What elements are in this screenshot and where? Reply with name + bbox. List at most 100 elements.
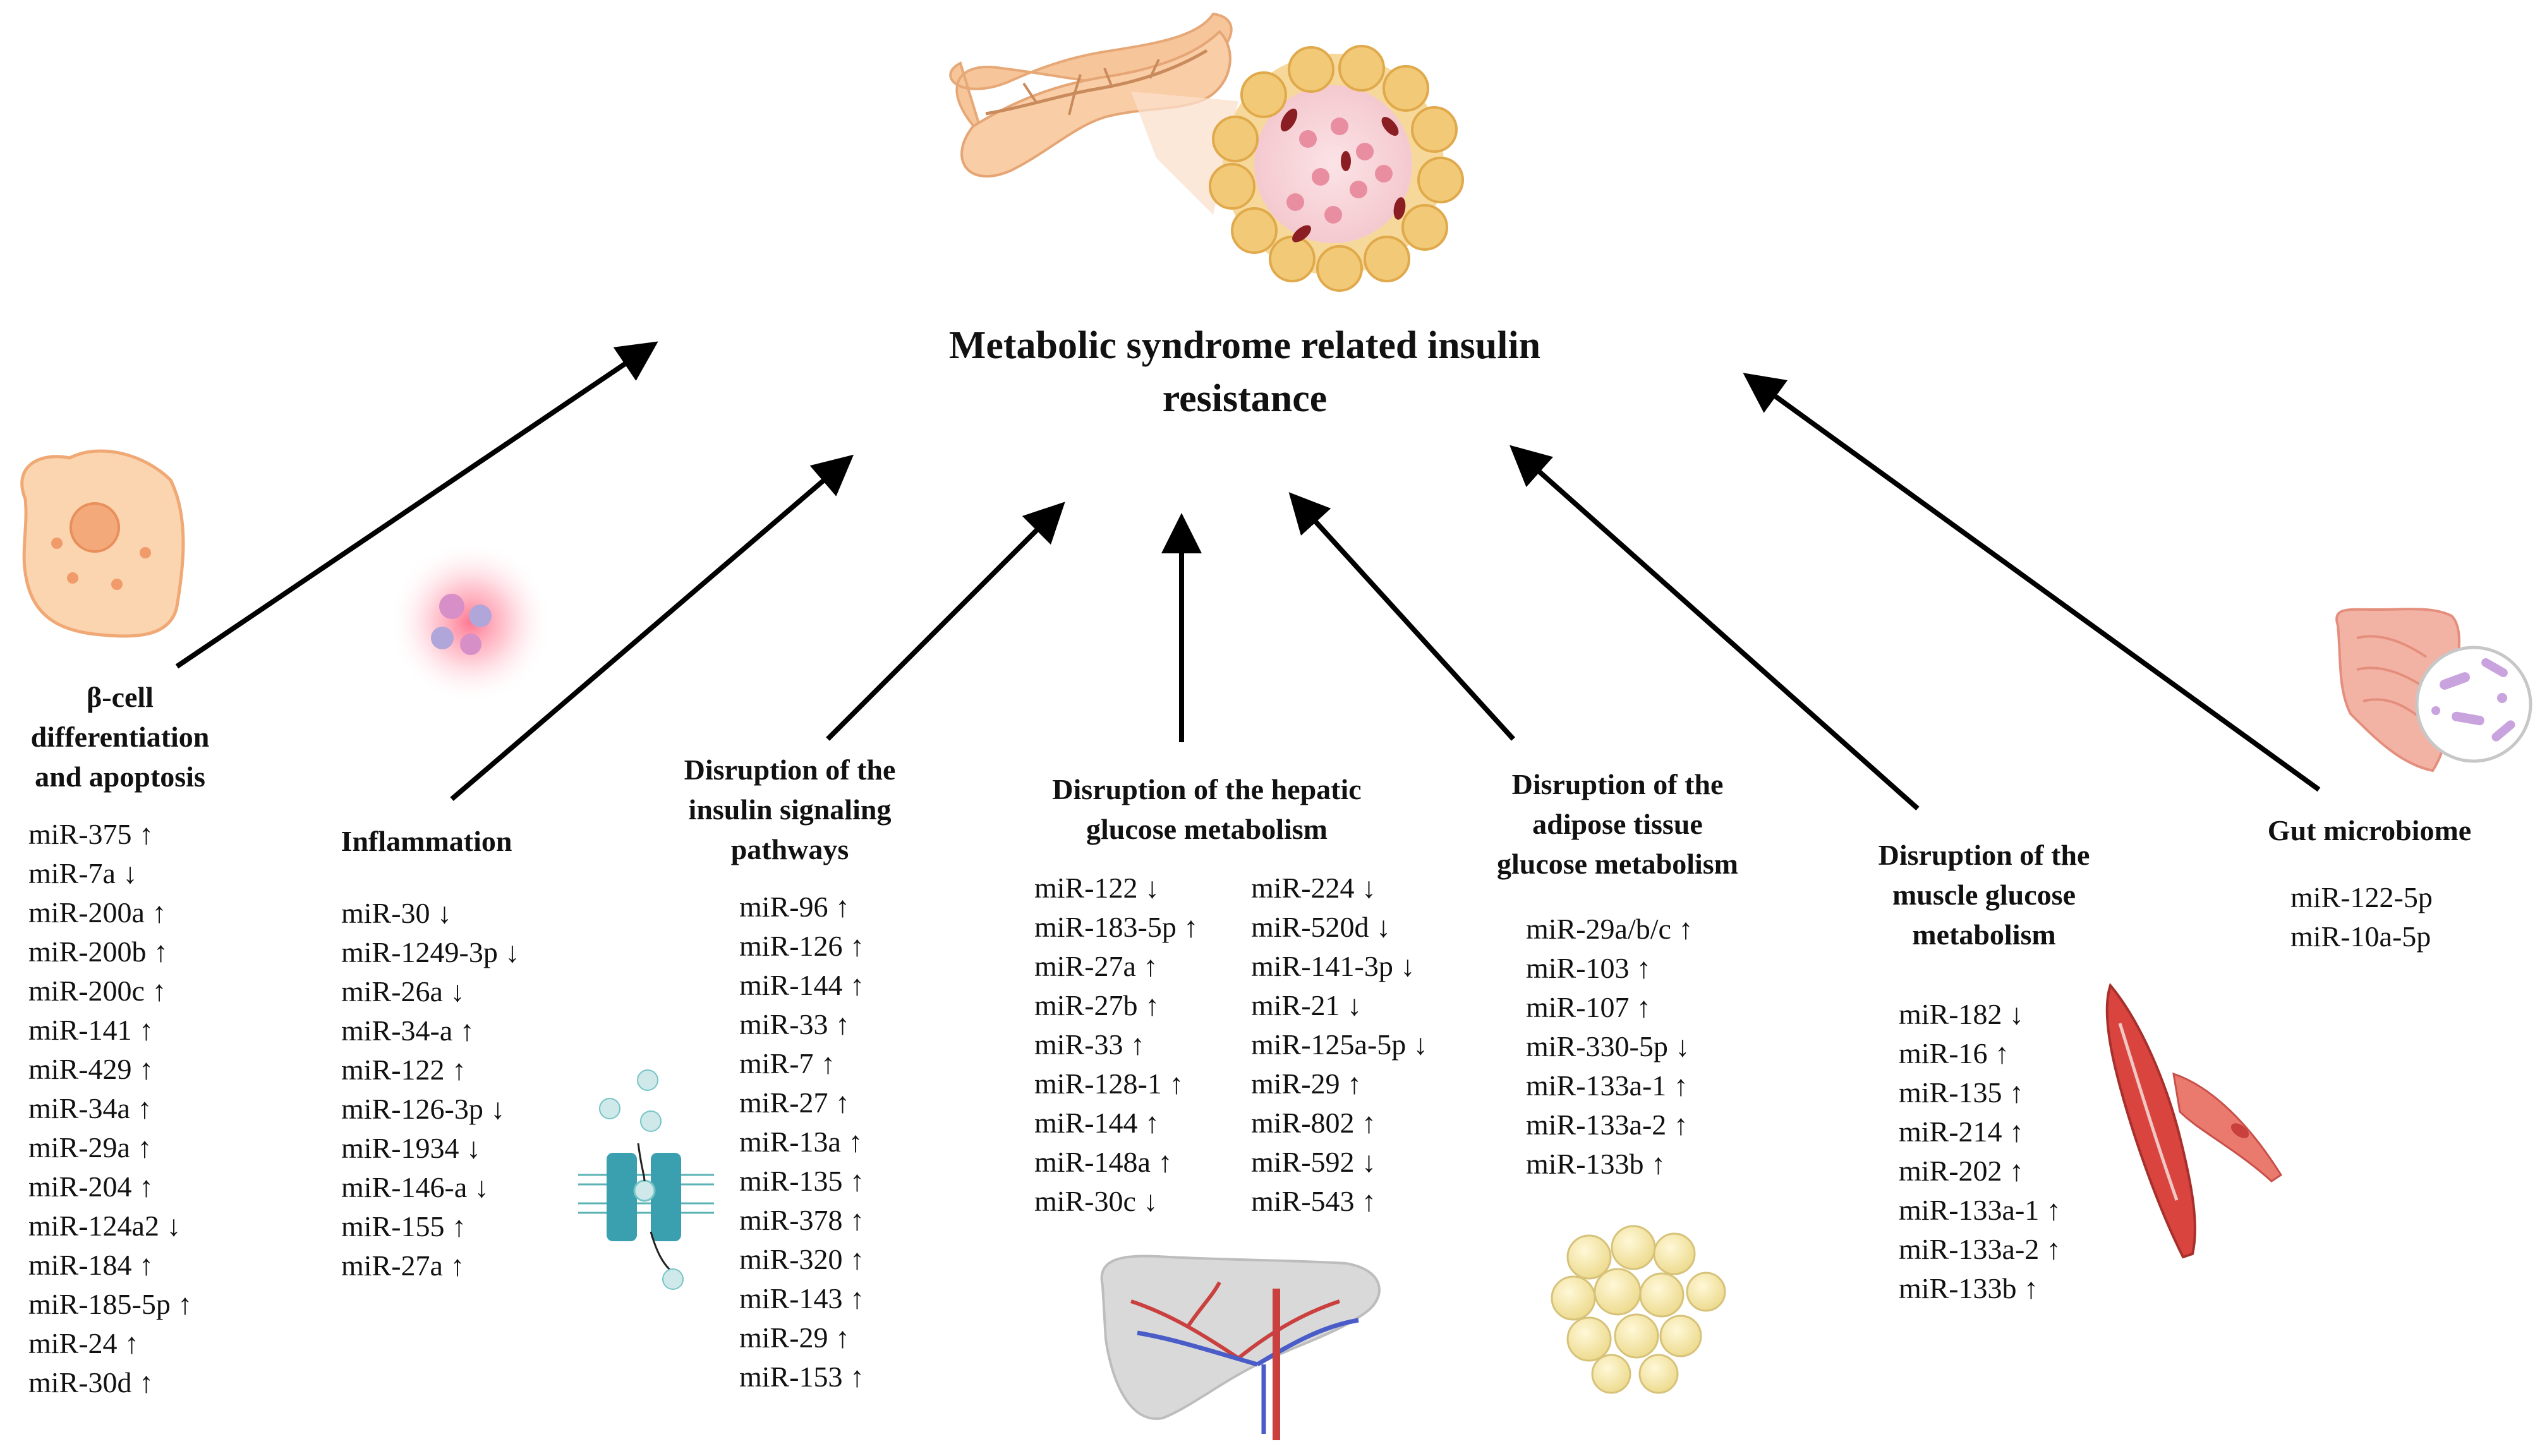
title-line-2: resistance bbox=[1162, 377, 1328, 420]
mir-item: miR-1934 ↓ bbox=[341, 1132, 481, 1164]
muscle-icon bbox=[2105, 982, 2283, 1259]
mir-item: miR-330-5p ↓ bbox=[1526, 1030, 1690, 1062]
mir-item: miR-29 ↑ bbox=[1251, 1068, 1362, 1100]
mir-item: miR-148a ↑ bbox=[1034, 1146, 1173, 1178]
mir-item: miR-26a ↓ bbox=[341, 975, 465, 1008]
mir-item: miR-1249-3p ↓ bbox=[341, 936, 520, 968]
hepatic-mir-list-col2: miR-224 ↓ miR-520d ↓ miR-141-3p ↓ miR-21 ↓ m… bbox=[1251, 869, 1428, 1221]
mir-item: miR-7a ↓ bbox=[28, 857, 138, 889]
mir-item: miR-146-a ↓ bbox=[341, 1171, 489, 1203]
title-line-1: Metabolic syndrome related insulin bbox=[948, 324, 1541, 367]
mir-item: miR-144 ↑ bbox=[1034, 1107, 1160, 1139]
mir-item: miR-133b ↑ bbox=[1899, 1272, 2039, 1304]
arrow-beta-cell bbox=[175, 341, 658, 669]
mir-item: miR-204 ↑ bbox=[28, 1170, 154, 1203]
mir-item: miR-21 ↓ bbox=[1251, 989, 1362, 1021]
mir-item: miR-200a ↑ bbox=[28, 896, 167, 929]
mir-item: miR-27a ↑ bbox=[1034, 950, 1158, 982]
beta-cell-heading: β-cell differentiation and apoptosis bbox=[30, 681, 210, 793]
mir-item: miR-27 ↑ bbox=[739, 1086, 850, 1119]
mir-item: miR-375 ↑ bbox=[28, 818, 154, 850]
mir-item: miR-122-5p bbox=[2290, 881, 2433, 913]
mir-item: miR-214 ↑ bbox=[1899, 1116, 2024, 1148]
mir-item: miR-141-3p ↓ bbox=[1251, 950, 1415, 982]
mir-item: miR-96 ↑ bbox=[739, 891, 850, 923]
inflammation-mir-list: miR-30 ↓miR-1249-3p ↓miR-26a ↓miR-34-a ↑… bbox=[341, 894, 519, 1285]
beta-cell-icon bbox=[20, 449, 185, 638]
adipose-heading: Disruption of the adipose tissue glucose… bbox=[1496, 768, 1738, 880]
mir-item: miR-122 ↑ bbox=[341, 1054, 467, 1086]
mir-item: miR-133a-1 ↑ bbox=[1526, 1069, 1688, 1102]
hepatic-mir-list-col1: miR-122 ↓ miR-183-5p ↑ miR-27a ↑ miR-27b ↑ m… bbox=[1034, 869, 1198, 1221]
mir-item: miR-133b ↑ bbox=[1526, 1148, 1666, 1180]
microbiome-icon bbox=[2415, 646, 2532, 763]
mir-item: miR-133a-2 ↑ bbox=[1899, 1233, 2061, 1265]
mir-item: miR-592 ↓ bbox=[1251, 1146, 1377, 1178]
mir-item: miR-429 ↑ bbox=[28, 1053, 154, 1085]
mir-item: miR-128-1 ↑ bbox=[1034, 1068, 1184, 1100]
mir-item: miR-34a ↑ bbox=[28, 1092, 152, 1124]
mir-item: miR-33 ↑ bbox=[1034, 1028, 1146, 1061]
mir-item: miR-30d ↑ bbox=[28, 1366, 154, 1399]
mir-item: miR-29a ↑ bbox=[28, 1131, 152, 1164]
mir-item: miR-200c ↑ bbox=[28, 975, 167, 1007]
insulin-signaling-mir-list: miR-96 ↑miR-126 ↑miR-144 ↑miR-33 ↑miR-7 … bbox=[739, 887, 864, 1397]
islet-icon bbox=[1209, 45, 1464, 292]
mir-item: miR-520d ↓ bbox=[1251, 911, 1391, 943]
mir-item: miR-135 ↑ bbox=[1899, 1076, 2024, 1109]
mir-item: miR-16 ↑ bbox=[1899, 1037, 2010, 1069]
mir-item: miR-124a2 ↓ bbox=[28, 1210, 181, 1242]
inflammation-cell-icon bbox=[389, 540, 553, 704]
liver-icon bbox=[1100, 1254, 1381, 1440]
mir-item: miR-133a-2 ↑ bbox=[1526, 1109, 1688, 1141]
mir-item: miR-7 ↑ bbox=[739, 1047, 836, 1080]
mir-item: miR-320 ↑ bbox=[739, 1243, 865, 1275]
adipose-mir-list: miR-29a/b/c ↑miR-103 ↑miR-107 ↑miR-330-5… bbox=[1526, 910, 1693, 1184]
mir-item: miR-34-a ↑ bbox=[341, 1014, 475, 1047]
arrow-insulin-signaling bbox=[826, 502, 1065, 741]
arrow-muscle bbox=[1510, 445, 1920, 810]
gut-mir-list: miR-122-5p miR-10a-5p bbox=[2290, 878, 2433, 956]
arrow-gut bbox=[1743, 373, 2321, 792]
mir-item: miR-144 ↑ bbox=[739, 969, 865, 1001]
mir-item: miR-27a ↑ bbox=[341, 1249, 465, 1282]
mir-item: miR-29 ↑ bbox=[739, 1321, 850, 1354]
mir-item: miR-143 ↑ bbox=[739, 1282, 865, 1315]
mir-item: miR-125a-5p ↓ bbox=[1251, 1028, 1428, 1061]
beta-cell-mir-list: miR-375 ↑ miR-7a ↓ miR-200a ↑ miR-200b ↑ miR… bbox=[28, 815, 192, 1402]
mir-item: miR-185-5p ↑ bbox=[28, 1288, 193, 1320]
mir-item: miR-224 ↓ bbox=[1251, 872, 1377, 904]
mir-item: miR-103 ↑ bbox=[1526, 952, 1652, 984]
insulin-signaling-heading: Disruption of the insulin signaling path… bbox=[684, 754, 896, 865]
mir-item: miR-13a ↑ bbox=[739, 1126, 863, 1158]
mir-item: miR-27b ↑ bbox=[1034, 989, 1160, 1021]
insulin-receptor-icon bbox=[578, 1069, 714, 1290]
mir-item: miR-182 ↓ bbox=[1899, 998, 2024, 1030]
mir-item: miR-802 ↑ bbox=[1251, 1107, 1377, 1139]
mir-item: miR-10a-5p bbox=[2290, 920, 2431, 953]
arrow-adipose bbox=[1288, 492, 1515, 741]
mir-item: miR-378 ↑ bbox=[739, 1204, 865, 1236]
mir-item: miR-133a-1 ↑ bbox=[1899, 1194, 2061, 1226]
gut-heading: Gut microbiome bbox=[2267, 814, 2472, 846]
mir-item: miR-200b ↑ bbox=[28, 936, 169, 968]
adipocytes-icon bbox=[1551, 1225, 1726, 1394]
mir-item: miR-184 ↑ bbox=[28, 1249, 154, 1281]
muscle-mir-list: miR-182 ↓ miR-16 ↑ miR-135 ↑ miR-214 ↑ miR-2… bbox=[1899, 995, 2061, 1308]
mir-item: miR-153 ↑ bbox=[739, 1361, 865, 1393]
inflammation-heading: Inflammation bbox=[341, 825, 512, 857]
pancreas-icon bbox=[949, 12, 1238, 215]
hepatic-heading: Disruption of the hepatic glucose metabo… bbox=[1052, 773, 1362, 845]
muscle-heading: Disruption of the muscle glucose metabol… bbox=[1878, 839, 2090, 951]
mir-item: miR-183-5p ↑ bbox=[1034, 911, 1199, 943]
mir-item: miR-135 ↑ bbox=[739, 1165, 865, 1197]
mir-item: miR-30c ↓ bbox=[1034, 1185, 1158, 1217]
mir-item: miR-126-3p ↓ bbox=[341, 1093, 505, 1125]
mir-item: miR-202 ↑ bbox=[1899, 1155, 2024, 1187]
mir-item: miR-122 ↓ bbox=[1034, 872, 1160, 904]
mir-item: miR-155 ↑ bbox=[341, 1210, 467, 1242]
mir-item: miR-141 ↑ bbox=[28, 1014, 154, 1046]
mir-item: miR-29a/b/c ↑ bbox=[1526, 913, 1693, 945]
